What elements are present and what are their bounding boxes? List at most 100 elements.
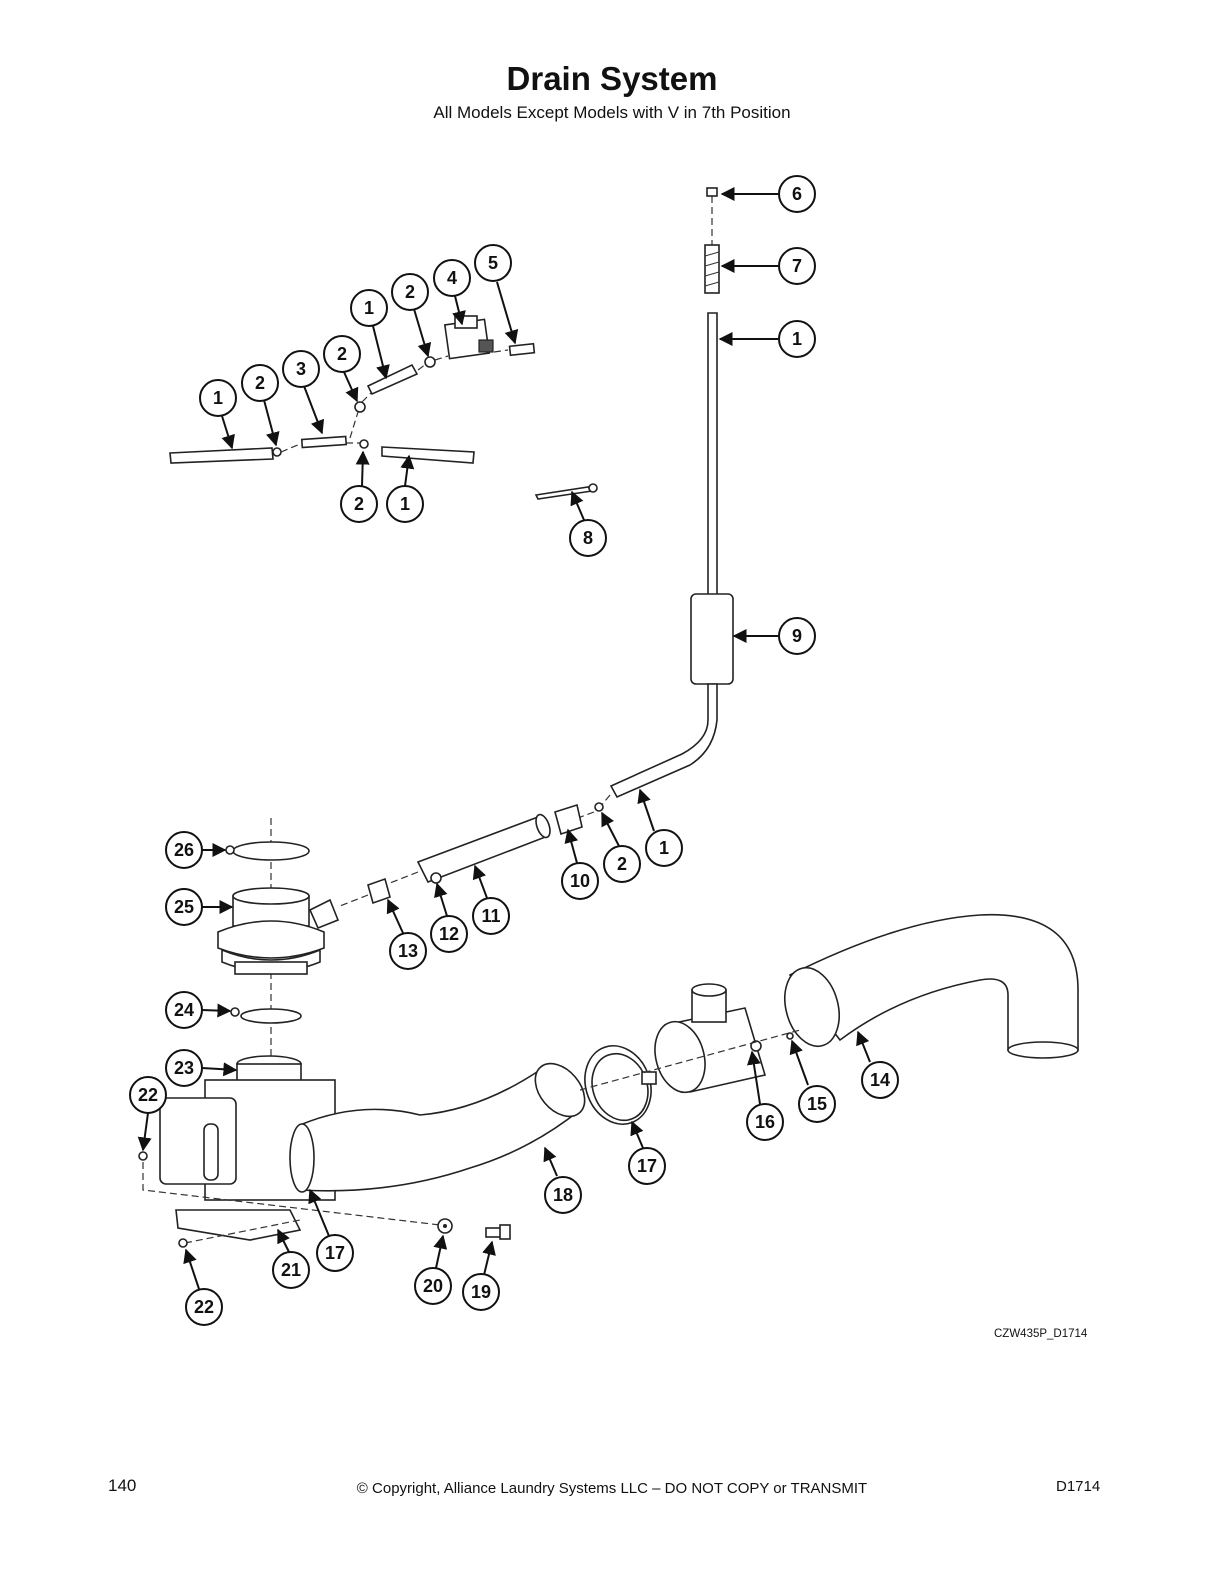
mounting-hardware [138, 1151, 511, 1248]
cap [706, 187, 718, 197]
leaders [137, 187, 871, 1290]
svg-text:3: 3 [296, 359, 306, 379]
callout-20: 20 [414, 1267, 452, 1305]
callout-15: 15 [798, 1085, 836, 1123]
callout-17: 17 [628, 1147, 666, 1185]
callout-5: 5 [474, 244, 512, 282]
solenoid [159, 1097, 237, 1185]
svg-text:5: 5 [488, 253, 498, 273]
tee-fitting [654, 983, 767, 1094]
copyright-notice: © Copyright, Alliance Laundry Systems LL… [356, 1480, 868, 1497]
spring [704, 244, 720, 294]
callout-13: 13 [389, 932, 427, 970]
hose-clamp [424, 356, 436, 368]
upper-hose-assembly [169, 315, 536, 464]
callout-26: 26 [165, 831, 203, 869]
svg-text:17: 17 [325, 1243, 345, 1263]
svg-text:14: 14 [870, 1070, 890, 1090]
svg-text:10: 10 [570, 871, 590, 891]
svg-text:7: 7 [792, 256, 802, 276]
svg-text:18: 18 [553, 1185, 573, 1205]
callout-2: 2 [241, 364, 279, 402]
callout-16: 16 [746, 1103, 784, 1141]
callout-11: 11 [472, 897, 510, 935]
svg-text:21: 21 [281, 1260, 301, 1280]
page-subtitle: All Models Except Models with V in 7th P… [433, 103, 791, 122]
svg-text:2: 2 [405, 282, 415, 302]
callouts: 6 7 1 5 4 2 1 2 3 1 2 2 1 8 9 1 26 2 10 … [129, 175, 899, 1326]
callout-22: 22 [129, 1076, 167, 1114]
svg-text:15: 15 [807, 1094, 827, 1114]
callout-1: 1 [350, 289, 388, 327]
clamp-ring-lower [240, 1008, 302, 1024]
svg-text:13: 13 [398, 941, 418, 961]
drawing-id: CZW435P_D1714 [994, 1328, 1088, 1340]
callout-2: 2 [603, 845, 641, 883]
callout-25: 25 [165, 888, 203, 926]
svg-text:25: 25 [174, 897, 194, 917]
boot [217, 887, 340, 975]
callout-1: 1 [778, 320, 816, 358]
callout-12: 12 [430, 915, 468, 953]
pressure-switch-tube [508, 342, 536, 357]
svg-text:12: 12 [439, 924, 459, 944]
callout-9: 9 [778, 617, 816, 655]
clamp-ring [232, 841, 310, 861]
svg-text:16: 16 [755, 1112, 775, 1132]
coupler [554, 803, 583, 836]
drain-elbow [784, 913, 1079, 1059]
hose-clamp [359, 439, 369, 449]
svg-text:22: 22 [194, 1297, 214, 1317]
vertical-tube [707, 312, 718, 597]
centerline [579, 1029, 801, 1091]
callout-2: 2 [323, 335, 361, 373]
callout-2: 2 [391, 273, 429, 311]
mounting-bracket [175, 1209, 302, 1241]
pressure-switch [443, 315, 494, 360]
callout-2: 2 [340, 485, 378, 523]
svg-text:1: 1 [792, 329, 802, 349]
svg-text:23: 23 [174, 1058, 194, 1078]
drain-hose [416, 816, 550, 884]
page-title: Drain System [506, 60, 718, 97]
svg-text:2: 2 [354, 494, 364, 514]
svg-text:1: 1 [364, 298, 374, 318]
hose-clamp-large [584, 1045, 657, 1125]
screw [138, 1151, 148, 1161]
callout-24: 24 [165, 991, 203, 1029]
svg-text:26: 26 [174, 840, 194, 860]
svg-text:9: 9 [792, 626, 802, 646]
hose-clamp [594, 802, 604, 812]
hose-segment-right [381, 446, 475, 464]
svg-text:2: 2 [337, 344, 347, 364]
callout-3: 3 [282, 350, 320, 388]
hose-segment-left [169, 447, 274, 464]
hose-connector [300, 435, 348, 449]
air-dome [690, 593, 734, 685]
callout-4: 4 [433, 259, 471, 297]
svg-text:4: 4 [447, 268, 457, 288]
bent-tube [609, 683, 718, 799]
large-drain-hose [289, 1062, 586, 1193]
drain-hose-assembly [339, 803, 583, 907]
callout-23: 23 [165, 1049, 203, 1087]
document-code: D1714 [1056, 1478, 1101, 1495]
callout-18: 18 [544, 1176, 582, 1214]
screw [786, 1032, 794, 1040]
callout-1: 1 [645, 829, 683, 867]
callout-17: 17 [316, 1234, 354, 1272]
callout-14: 14 [861, 1061, 899, 1099]
callout-7: 7 [778, 247, 816, 285]
callout-8: 8 [569, 519, 607, 557]
hose-segment-upper [366, 363, 419, 396]
svg-text:6: 6 [792, 184, 802, 204]
svg-text:20: 20 [423, 1276, 443, 1296]
hose-clamp [430, 872, 442, 884]
page-number: 140 [108, 1476, 137, 1495]
svg-text:1: 1 [659, 838, 669, 858]
svg-text:2: 2 [617, 854, 627, 874]
hose-clamp [272, 447, 282, 457]
callout-1: 1 [199, 379, 237, 417]
svg-text:24: 24 [174, 1000, 194, 1020]
